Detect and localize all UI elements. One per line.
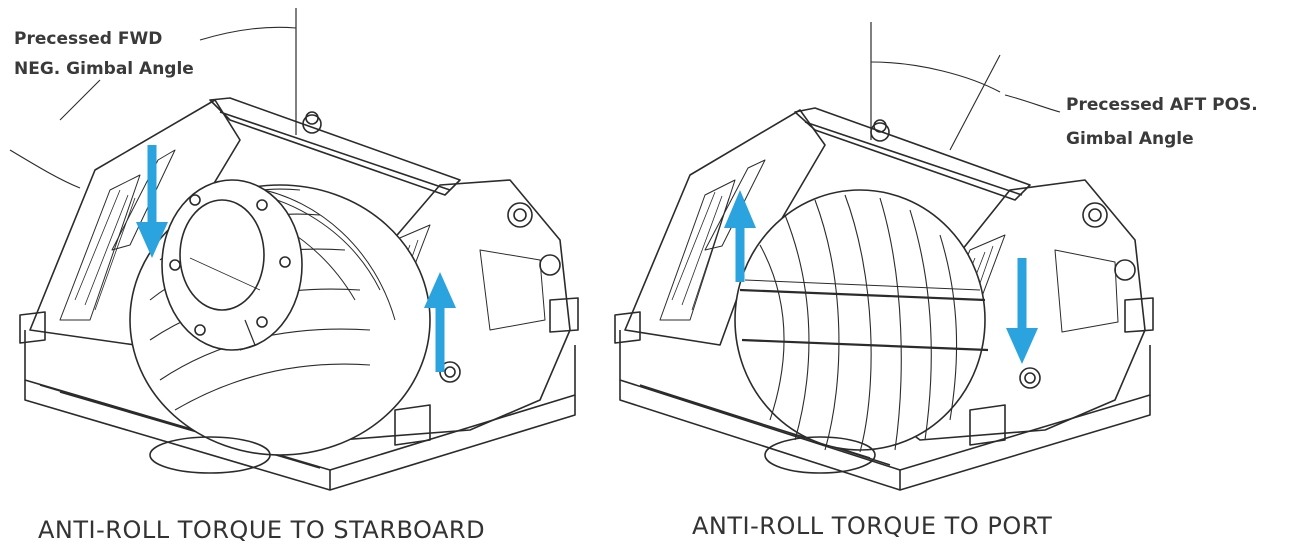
gyro-assembly-right: [614, 22, 1154, 491]
left-angle-label-line2: NEG. Gimbal Angle: [14, 59, 194, 79]
angle-arc-right: [870, 61, 1001, 93]
angle-arc-left: [199, 26, 297, 41]
arrow-down-icon: [1006, 258, 1038, 364]
angle-leader-left: [9, 149, 81, 189]
right-angle-label-line2: Gimbal Angle: [1066, 129, 1194, 149]
arrow-up-icon: [724, 190, 756, 282]
arrow-down-icon: [136, 145, 168, 258]
left-caption: ANTI-ROLL TORQUE TO STARBOARD: [38, 516, 486, 544]
left-angle-label-line1: Precessed FWD: [14, 29, 163, 49]
right-angle-label-line1: Precessed AFT POS.: [1066, 95, 1258, 115]
right-caption: ANTI-ROLL TORQUE TO PORT: [692, 512, 1053, 540]
gyro-assembly-left: [9, 8, 579, 491]
arrow-up-icon: [424, 272, 456, 372]
